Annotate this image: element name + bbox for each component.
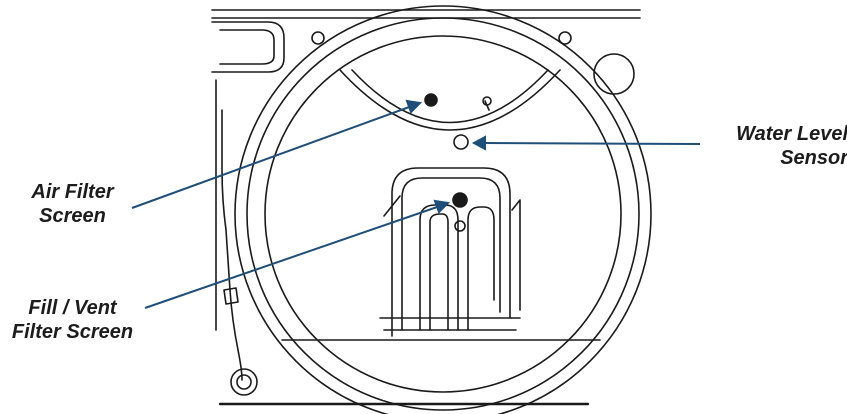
small-knob-stem	[484, 100, 490, 111]
water-level-sensor	[453, 134, 469, 150]
fill-vent-label-line2: Filter Screen	[11, 321, 134, 343]
air-filter-screen-label: Air Filter Screen	[10, 180, 135, 228]
air-filter-label-line2: Screen	[39, 205, 106, 227]
arrowhead-fill-vent	[433, 199, 451, 214]
fill-vent-filter-dot	[452, 192, 468, 208]
gasket-outer	[234, 5, 652, 414]
leader-water-level	[481, 142, 701, 145]
element-base	[379, 317, 521, 331]
gasket-inner	[246, 17, 640, 411]
water-level-label-line2: Sensor	[780, 147, 847, 169]
arrowhead-water-level	[471, 135, 486, 151]
water-level-label-line1: Water Level	[736, 123, 847, 145]
element-back-plate	[383, 195, 521, 311]
inner-dome	[339, 69, 561, 131]
heating-element-inner	[401, 177, 501, 331]
mount-hole-right	[558, 31, 572, 45]
top-frame	[211, 9, 641, 19]
leader-air-filter	[131, 105, 413, 209]
hose-clip	[223, 287, 239, 305]
leader-fill-vent	[144, 205, 441, 309]
air-filter-screen-dot	[424, 93, 438, 107]
tub-opening	[264, 35, 622, 393]
hose-fitting-outer	[230, 368, 258, 396]
fill-vent-bolt	[454, 220, 466, 232]
fill-vent-label-line1: Fill / Vent	[28, 297, 117, 319]
upper-left-housing	[211, 21, 285, 73]
element-tines	[419, 204, 495, 331]
air-filter-label-line1: Air Filter	[31, 181, 114, 203]
hose	[221, 109, 243, 381]
round-cap	[593, 53, 635, 95]
mount-hole-left	[311, 31, 325, 45]
fill-vent-filter-screen-label: Fill / Vent Filter Screen	[0, 296, 145, 344]
hose-fitting-inner	[236, 374, 252, 390]
water-level-sensor-label: Water Level Sensor	[700, 122, 847, 170]
heating-element-outer	[391, 167, 511, 337]
arrowhead-air-filter	[405, 99, 423, 114]
inner-dome-edge	[351, 69, 549, 124]
